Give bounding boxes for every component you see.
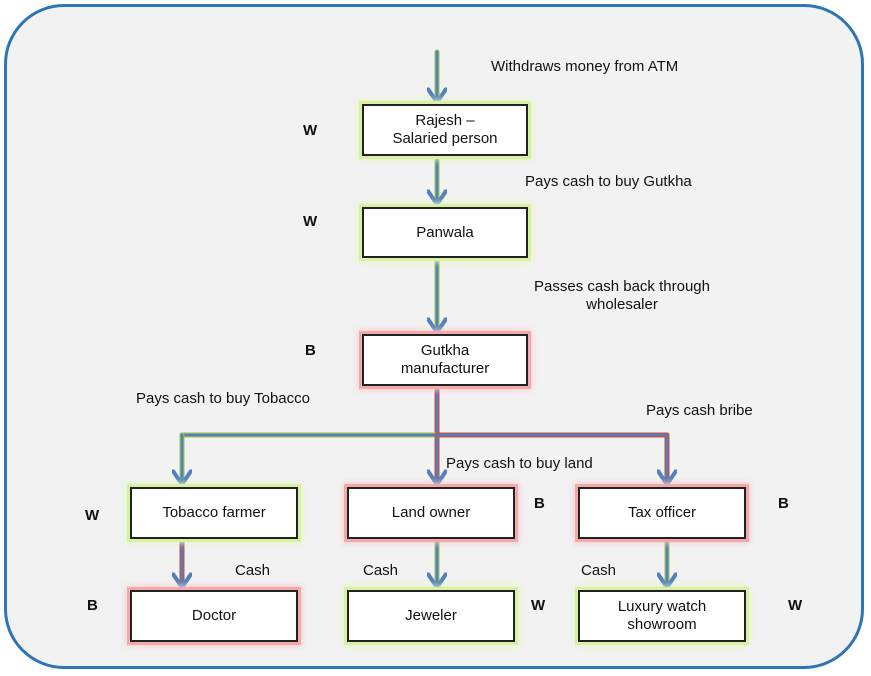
node-panwala-label: Panwala — [416, 223, 474, 241]
edge-label-cash-doctor: Cash — [235, 562, 271, 579]
tag-jeweler: W — [531, 597, 546, 614]
tag-land-owner: B — [534, 495, 545, 512]
tag-doctor: B — [87, 597, 98, 614]
node-land-owner: Land owner — [347, 487, 515, 539]
node-jeweler: Jeweler — [347, 590, 515, 642]
node-luxury-watch: Luxury watch showroom — [578, 590, 746, 642]
edge-label-wholesaler: Passes cash back through wholesaler — [534, 278, 710, 313]
tag-luxury-watch: W — [788, 597, 803, 614]
node-rajesh-label: Rajesh – Salaried person — [392, 112, 498, 147]
edge-label-bribe: Pays cash bribe — [646, 402, 753, 419]
tag-rajesh: W — [303, 122, 318, 139]
edge-label-tobacco: Pays cash to buy Tobacco — [136, 390, 310, 407]
node-jeweler-label: Jeweler — [405, 607, 457, 624]
node-tax-officer: Tax officer — [578, 487, 746, 539]
node-rajesh: Rajesh – Salaried person — [362, 104, 528, 156]
node-tax-officer-label: Tax officer — [627, 504, 697, 521]
tag-manufacturer: B — [305, 342, 316, 359]
edge-label-land: Pays cash to buy land — [446, 455, 593, 472]
node-land-owner-label: Land owner — [391, 504, 471, 521]
node-tobacco-farmer: Tobacco farmer — [130, 487, 298, 539]
node-tobacco-farmer-label: Tobacco farmer — [162, 504, 266, 521]
edge-label-atm: Withdraws money from ATM — [491, 58, 679, 75]
node-luxury-watch-label: Luxury watch showroom — [617, 598, 707, 633]
tag-panwala: W — [303, 213, 318, 230]
tag-tobacco-farmer: W — [85, 507, 100, 524]
node-gutkha-manufacturer: Gutkha manufacturer — [362, 334, 528, 386]
node-manufacturer-label: Gutkha manufacturer — [400, 342, 490, 377]
node-panwala: Panwala — [362, 207, 528, 258]
node-doctor: Doctor — [130, 590, 298, 642]
edge-label-cash-watch: Cash — [581, 562, 617, 579]
edge-label-cash-jeweler: Cash — [363, 562, 399, 579]
tag-tax-officer: B — [778, 495, 789, 512]
edge-label-gutkha: Pays cash to buy Gutkha — [525, 173, 692, 190]
node-doctor-label: Doctor — [191, 607, 237, 624]
